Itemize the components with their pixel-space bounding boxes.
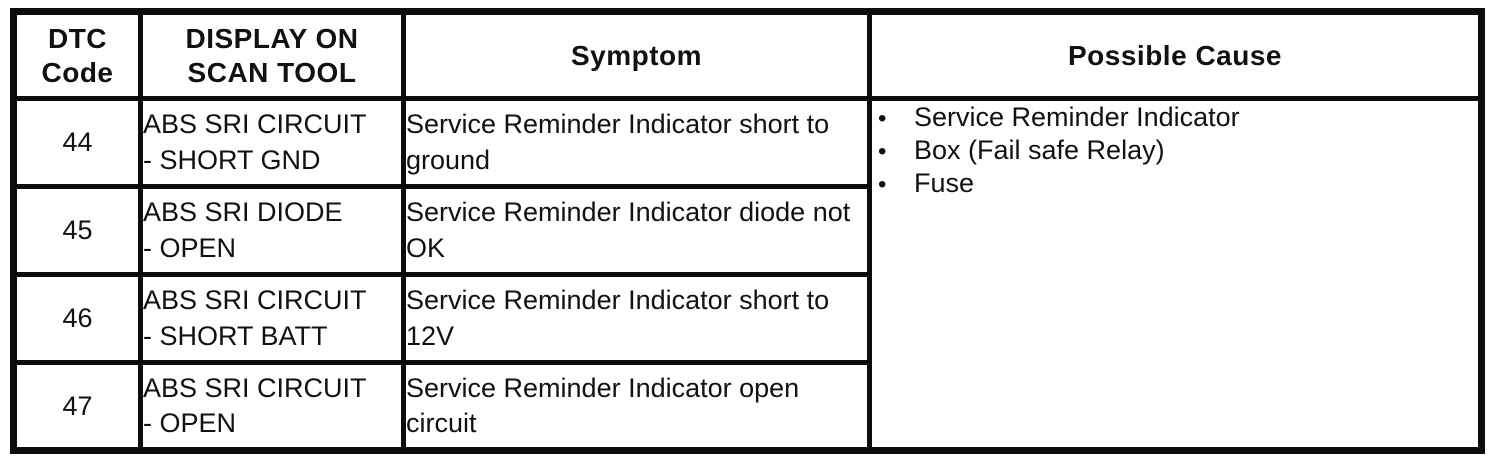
header-dtc-code-line1: DTC	[47, 23, 108, 55]
symptom-cell-44: Service Reminder Indicator short to grou…	[401, 96, 872, 189]
display-44-line1: ABS SRI CIRCUIT	[143, 109, 367, 140]
header-possible-cause: Possible Cause	[867, 9, 1484, 101]
table-row-dtc-47: 47 ABS SRI CIRCUIT - OPEN Service Remind…	[11, 360, 1482, 453]
dtc-code-47: 47	[11, 360, 143, 453]
display-46-line1: ABS SRI CIRCUIT	[143, 285, 367, 316]
display-cell-47: ABS SRI CIRCUIT - OPEN	[138, 360, 406, 453]
header-dtc-code: DTC Code	[11, 9, 143, 101]
list-item: • Box (Fail safe Relay)	[872, 134, 1478, 167]
dtc-table: DTC Code DISPLAY ON SCAN TOOL Symptom Po…	[10, 8, 1485, 454]
display-47-line2: - OPEN	[143, 408, 237, 438]
header-display-line1: DISPLAY ON	[185, 23, 359, 55]
display-cell-46: ABS SRI CIRCUIT - SHORT BATT	[138, 272, 406, 365]
possible-cause-item: Box (Fail safe Relay)	[914, 135, 1165, 166]
possible-cause-item: Service Reminder Indicator	[914, 102, 1240, 132]
possible-cause-list: • Service Reminder Indicator • Box (Fail…	[872, 101, 1478, 201]
header-dtc-code-line2: Code	[41, 56, 114, 88]
dtc-code-45: 45	[11, 184, 143, 277]
dtc-code-44: 44	[11, 96, 143, 189]
dtc-code-46: 46	[11, 272, 143, 365]
list-item: • Service Reminder Indicator	[872, 101, 1478, 134]
display-45-line2: - OPEN	[143, 232, 237, 263]
bullet-icon: •	[878, 105, 887, 132]
display-cell-45: ABS SRI DIODE - OPEN	[138, 184, 406, 277]
table-row-dtc-45: 45 ABS SRI DIODE - OPEN Service Reminder…	[11, 184, 1482, 277]
symptom-cell-45: Service Reminder Indicator diode not OK	[401, 184, 872, 277]
bullet-icon: •	[878, 171, 887, 199]
bullet-icon: •	[878, 138, 887, 166]
display-cell-44: ABS SRI CIRCUIT - SHORT GND	[138, 96, 406, 189]
display-44-line2: - SHORT GND	[143, 144, 321, 175]
table-row-dtc-44: 44 ABS SRI CIRCUIT - SHORT GND Service R…	[11, 96, 1484, 453]
header-symptom: Symptom	[401, 9, 872, 101]
table-header-row: DTC Code DISPLAY ON SCAN TOOL Symptom Po…	[11, 9, 1484, 101]
table-row-dtc-46: 46 ABS SRI CIRCUIT - SHORT BATT Service …	[11, 272, 1482, 365]
possible-cause-cell: • Service Reminder Indicator • Box (Fail…	[867, 96, 1484, 453]
display-45-line1: ABS SRI DIODE	[143, 197, 343, 228]
symptom-cell-47: Service Reminder Indicator open circuit	[401, 360, 872, 453]
display-46-line2: - SHORT BATT	[143, 320, 328, 351]
header-display-on-scan-tool: DISPLAY ON SCAN TOOL	[138, 9, 406, 101]
possible-cause-item: Fuse	[914, 168, 975, 199]
header-display-line2: SCAN TOOL	[187, 56, 357, 88]
symptom-cell-46: Service Reminder Indicator short to 12V	[401, 272, 872, 365]
display-47-line1: ABS SRI CIRCUIT	[143, 372, 367, 403]
list-item: • Fuse	[872, 167, 1478, 200]
